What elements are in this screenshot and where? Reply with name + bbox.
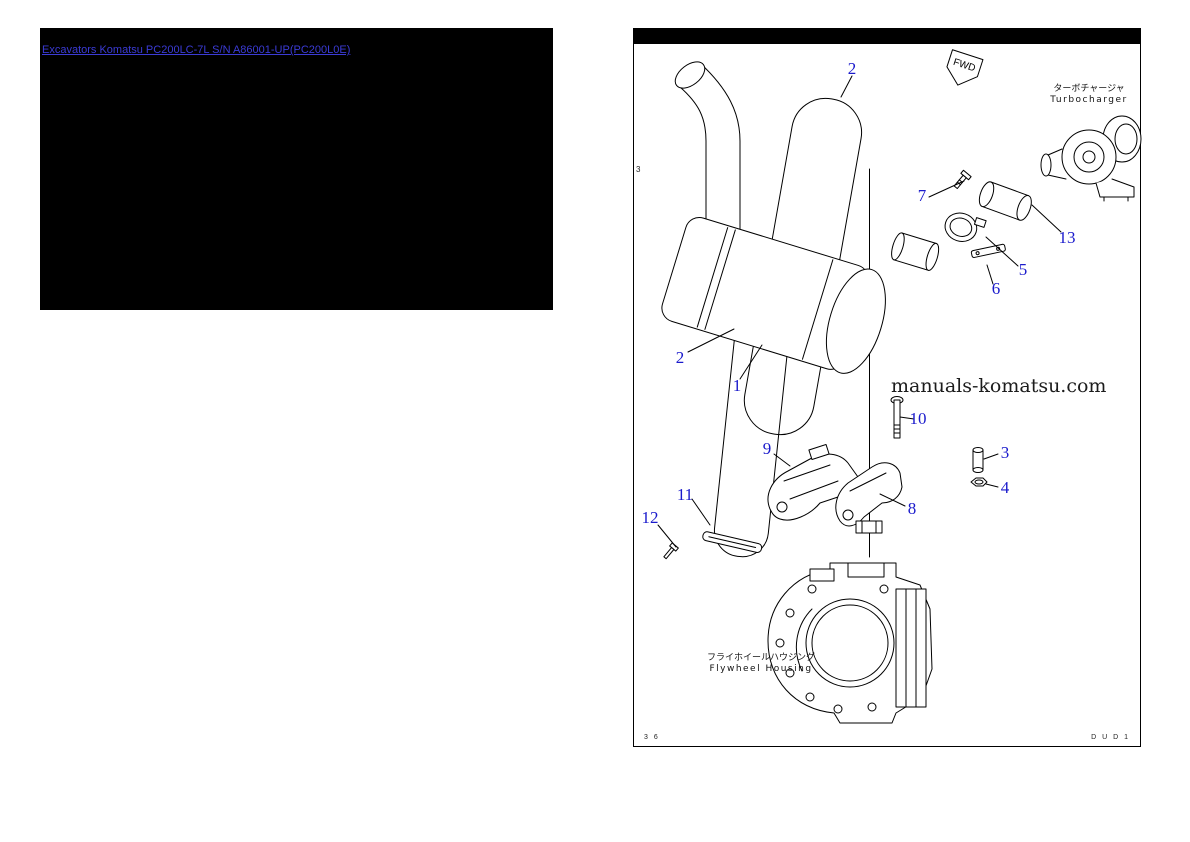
spacer-3-art: [972, 447, 984, 473]
bolt-10-art: [890, 396, 904, 439]
panel-header-bar: [634, 29, 1140, 44]
strap-11-art: [702, 531, 763, 553]
turbocharger-label-jp: ターボチャージャ: [1053, 84, 1125, 94]
flywheel-label-en: Flywheel Housing: [709, 664, 813, 674]
exploded-parts-drawing: FWD: [657, 49, 1142, 724]
parts-diagram-panel: FWD: [633, 28, 1142, 747]
flywheel-label-jp: フライホイールハウジング: [706, 653, 815, 663]
clamp-5-art: [944, 212, 987, 242]
fwd-arrow: FWD: [946, 49, 984, 86]
flywheel-housing-label: フライホイールハウジング Flywheel Housing: [698, 653, 824, 675]
watermark-text: manuals-komatsu.com: [891, 375, 1107, 397]
muffler-body: [661, 216, 886, 374]
black-content-box: [40, 28, 553, 310]
plate-6-art: [970, 243, 1006, 258]
bolt-7-art: [953, 169, 972, 190]
turbocharger-label: ターボチャージャ Turbocharger: [1037, 84, 1141, 106]
page-side-marker: 3: [636, 165, 641, 174]
nut-4-art: [970, 477, 988, 487]
bracket-8-art: [835, 462, 903, 534]
turbocharger-art: [1040, 115, 1142, 202]
leader-lines: [657, 75, 1062, 548]
exhaust-elbow-pipe: [674, 61, 741, 234]
tube-13-art: [978, 181, 1032, 221]
flywheel-housing-art: [767, 562, 933, 724]
turbocharger-label-en: Turbocharger: [1050, 95, 1128, 105]
bolt-12-art: [663, 542, 679, 560]
panel-footer-left: 3 6: [644, 734, 660, 741]
outlet-pipe: [891, 232, 940, 271]
manual-breadcrumb-link[interactable]: Excavators Komatsu PC200LC-7L S/N A86001…: [42, 44, 351, 56]
panel-footer-right: D U D 1: [1091, 734, 1130, 741]
